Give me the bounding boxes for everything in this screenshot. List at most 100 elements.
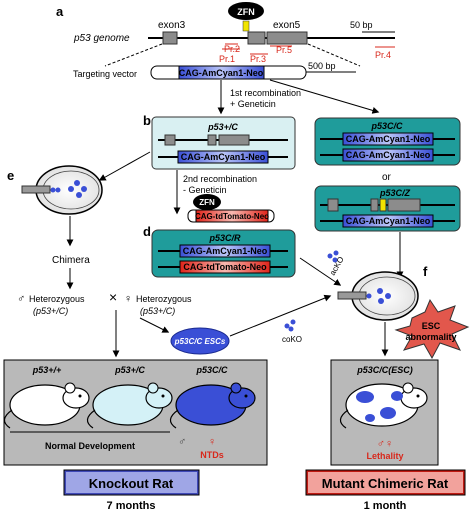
exon4-box <box>247 31 266 45</box>
ntds-label: NTDs <box>200 450 224 460</box>
chimera-label: Chimera <box>52 255 90 266</box>
e-cell-4 <box>68 186 74 192</box>
b-exon-b <box>207 134 217 146</box>
chimeric-label: Mutant Chimeric Rat <box>322 476 449 491</box>
f-cell-3 <box>378 298 384 304</box>
panel-label-d: d <box>143 224 151 239</box>
f-cell-2 <box>385 293 391 299</box>
esc-abn-line2: abnormality <box>405 332 456 342</box>
c-cassette-2 <box>342 148 434 162</box>
dash-right <box>307 43 361 67</box>
c-z-exon-b <box>370 198 379 212</box>
esc-abn-line1: ESC <box>422 321 441 331</box>
zfn-cut-site <box>242 20 250 32</box>
acko-cell-3 <box>332 257 338 263</box>
panel-label-b: b <box>143 113 151 128</box>
genotype-d: p53C/R <box>208 233 241 243</box>
panel-label-a: a <box>56 4 64 19</box>
arrow-esc-to-f <box>229 294 332 337</box>
chimeric-genotype: p53C/C(ESC) <box>356 365 413 375</box>
lethality-label: Lethality <box>366 451 403 461</box>
arrow-het-to-esc <box>139 317 170 333</box>
rat1-genotype: p53+/+ <box>32 365 62 375</box>
chimeric-sexes: ♂♀ <box>377 438 394 450</box>
rat2-genotype: p53+/C <box>114 365 145 375</box>
primer-5-label: Pr.5 <box>276 45 292 55</box>
esc-abnormality-burst <box>394 298 470 360</box>
het1-label: Heterozygous <box>29 294 85 304</box>
coko-cell-3 <box>288 326 294 332</box>
rat-wildtype <box>3 382 90 429</box>
c-z-cassette-label: CAG-AmCyan1-Neo <box>346 216 431 226</box>
c-cassette-2-label: CAG-AmCyan1-Neo <box>346 150 431 160</box>
arrow-d-to-f <box>299 257 342 286</box>
rat-homozygous <box>169 382 256 429</box>
rat-heterozygous <box>86 382 173 429</box>
knockout-banner-inner <box>66 472 197 493</box>
arrow-b-to-e <box>98 151 151 181</box>
dash-left <box>104 43 163 67</box>
genome-label: p53 genome <box>73 33 130 44</box>
het2-label: Heterozygous <box>136 294 192 304</box>
f-pipette-cell-1 <box>366 293 372 299</box>
c-z-cassette <box>342 214 434 228</box>
rat3-genotype: p53C/C <box>195 365 228 375</box>
vector-cassette-label: CAG-AmCyan1-Neo <box>179 68 264 78</box>
vector-label: Targeting vector <box>73 69 137 79</box>
d-vector-cassette-label: CAG-tdTomato-Neo <box>195 212 269 221</box>
female-symbol-1: ♀ <box>124 293 132 305</box>
e-cell-2 <box>81 186 87 192</box>
zfn-d-oval <box>193 194 221 210</box>
c-z-mutation <box>379 198 387 212</box>
genotype-b: p53+/C <box>207 122 238 132</box>
e-pipette <box>21 185 51 194</box>
coko-cell-2 <box>290 319 296 325</box>
exon5-box <box>266 31 308 45</box>
or-label: or <box>382 172 392 183</box>
male-symbol-1: ♂ <box>17 293 25 305</box>
c-cassette-1 <box>342 132 434 146</box>
zfn-label: ZFN <box>237 7 255 17</box>
esc-oval <box>170 327 230 355</box>
ko-time: 7 months <box>107 500 156 512</box>
genotype-c-bottom: p53C/Z <box>379 188 411 198</box>
esc-label: p53C/C ESCs <box>174 337 226 346</box>
f-cell-1 <box>377 288 383 294</box>
scale-500-label: 500 bp <box>308 61 336 71</box>
coko-cell-1 <box>284 323 290 329</box>
chimeric-time: 1 month <box>364 500 407 512</box>
d-cassette-1 <box>179 244 271 258</box>
panel-label-f: f <box>423 264 428 279</box>
e-pipette-cell-2 <box>55 187 61 193</box>
c-cassette-1-label: CAG-AmCyan1-Neo <box>346 134 431 144</box>
e-pipette-cell-1 <box>50 187 56 193</box>
first-recomb-line1: 1st recombination <box>230 88 301 98</box>
exon5-label: exon5 <box>273 20 301 31</box>
b-exon-c <box>218 134 250 146</box>
second-recomb-line2: - Geneticin <box>183 185 227 195</box>
coko-label: coKO <box>282 335 302 344</box>
d-vector-cassette <box>195 209 269 223</box>
female-symbol-2: ♀ <box>208 436 216 448</box>
chimeric-banner-inner <box>308 472 463 493</box>
e-cell-1 <box>74 180 80 186</box>
rat-chimeric <box>339 382 428 429</box>
primer-2-label: Pr.2 <box>224 44 240 54</box>
d-cassette-2 <box>179 260 271 274</box>
scale-50-label: 50 bp <box>350 20 373 30</box>
genotype-c-top: p53C/C <box>370 121 403 131</box>
knockout-label: Knockout Rat <box>89 476 174 491</box>
exon3-box <box>162 31 178 45</box>
panel-label-e: e <box>7 168 14 183</box>
b-exon-a <box>164 134 176 146</box>
het1-genotype: (p53+/C) <box>33 306 68 316</box>
b-cassette <box>177 150 269 164</box>
second-recomb-line1: 2nd recombination <box>183 174 257 184</box>
primer-1-label: Pr.1 <box>219 54 235 64</box>
vector-cassette <box>178 65 265 80</box>
normal-dev-label: Normal Development <box>45 441 135 451</box>
first-recomb-line2: + Geneticin <box>230 99 276 109</box>
c-z-exon-a <box>327 198 339 212</box>
het2-genotype: (p53+/C) <box>140 306 175 316</box>
c-z-exon-c <box>387 198 421 212</box>
